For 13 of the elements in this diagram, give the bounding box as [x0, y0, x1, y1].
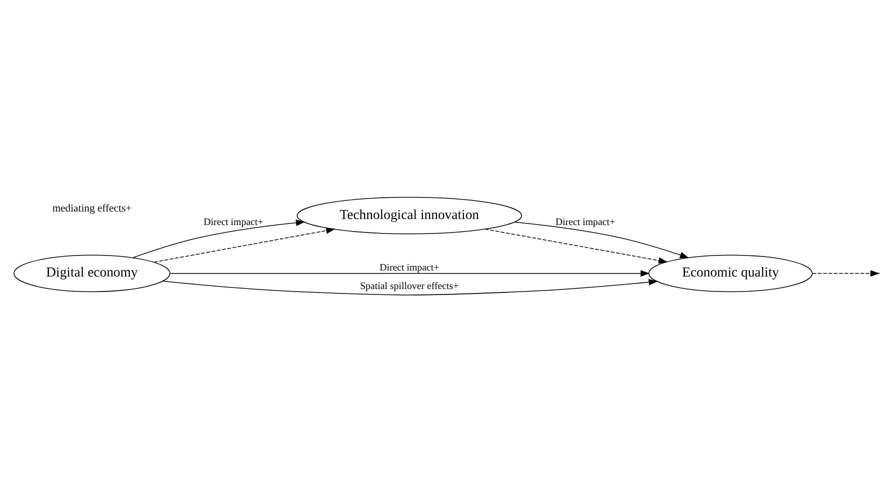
arrow — [812, 270, 880, 277]
arrow — [484, 228, 668, 264]
node-ellipse: Digital economy — [14, 254, 170, 292]
arrow — [514, 222, 690, 258]
arrow — [170, 270, 650, 277]
edge-label: Direct impact+ — [380, 262, 440, 274]
label: mediating effects+ — [52, 204, 132, 215]
arrow — [132, 220, 306, 258]
arrow — [154, 228, 336, 263]
edge-label: Direct impact+ — [204, 217, 264, 228]
edge-label: Spatial spillover effects+ — [360, 280, 459, 292]
edge-label: Direct impact+ — [555, 217, 616, 228]
arrow — [162, 278, 658, 296]
